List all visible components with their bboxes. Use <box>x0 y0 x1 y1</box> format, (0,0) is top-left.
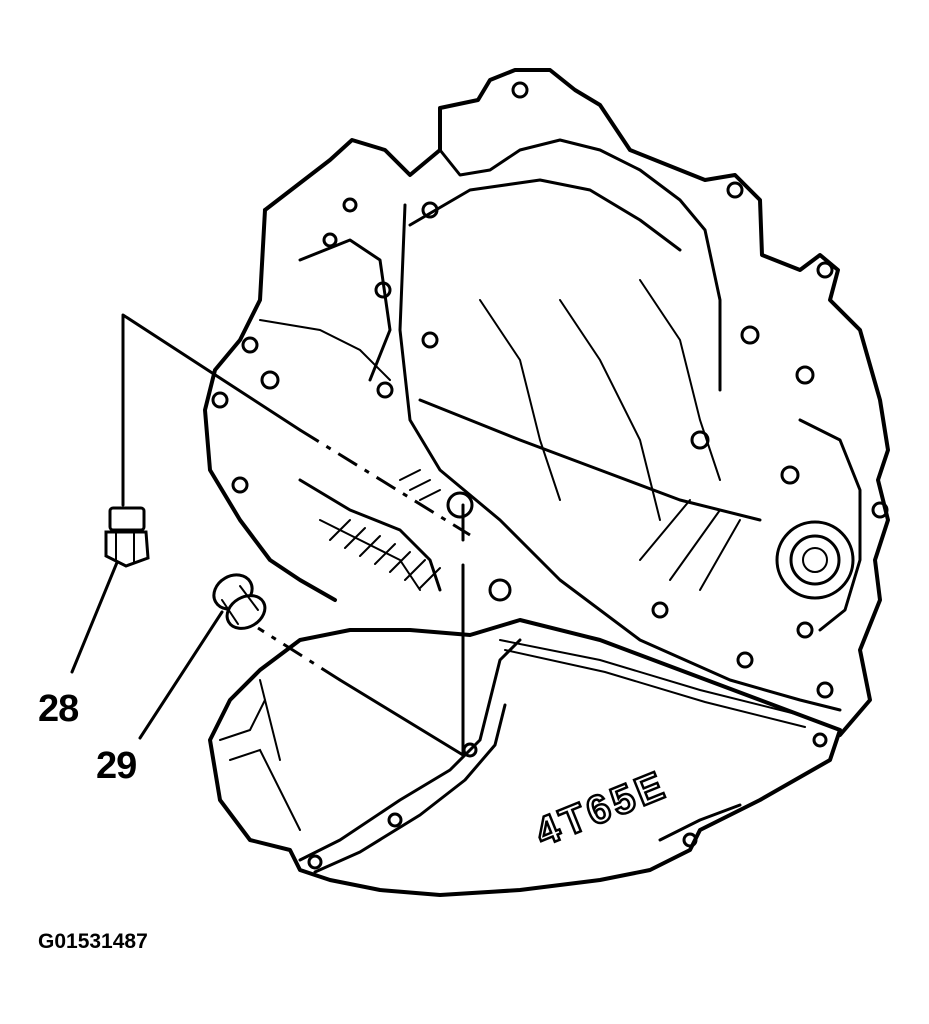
oil-pan <box>208 618 842 897</box>
plug-28 <box>104 506 150 568</box>
plug-29 <box>212 573 267 630</box>
callout-leaders <box>70 313 471 757</box>
transmission-case <box>203 68 890 737</box>
pan-cast-marking: 4T65E <box>528 761 675 856</box>
figure-code: G01531487 <box>38 930 148 953</box>
cast-marking-text: 4T65E <box>529 763 673 855</box>
callout-28-label: 28 <box>38 688 79 730</box>
callout-29-label: 29 <box>96 745 137 787</box>
